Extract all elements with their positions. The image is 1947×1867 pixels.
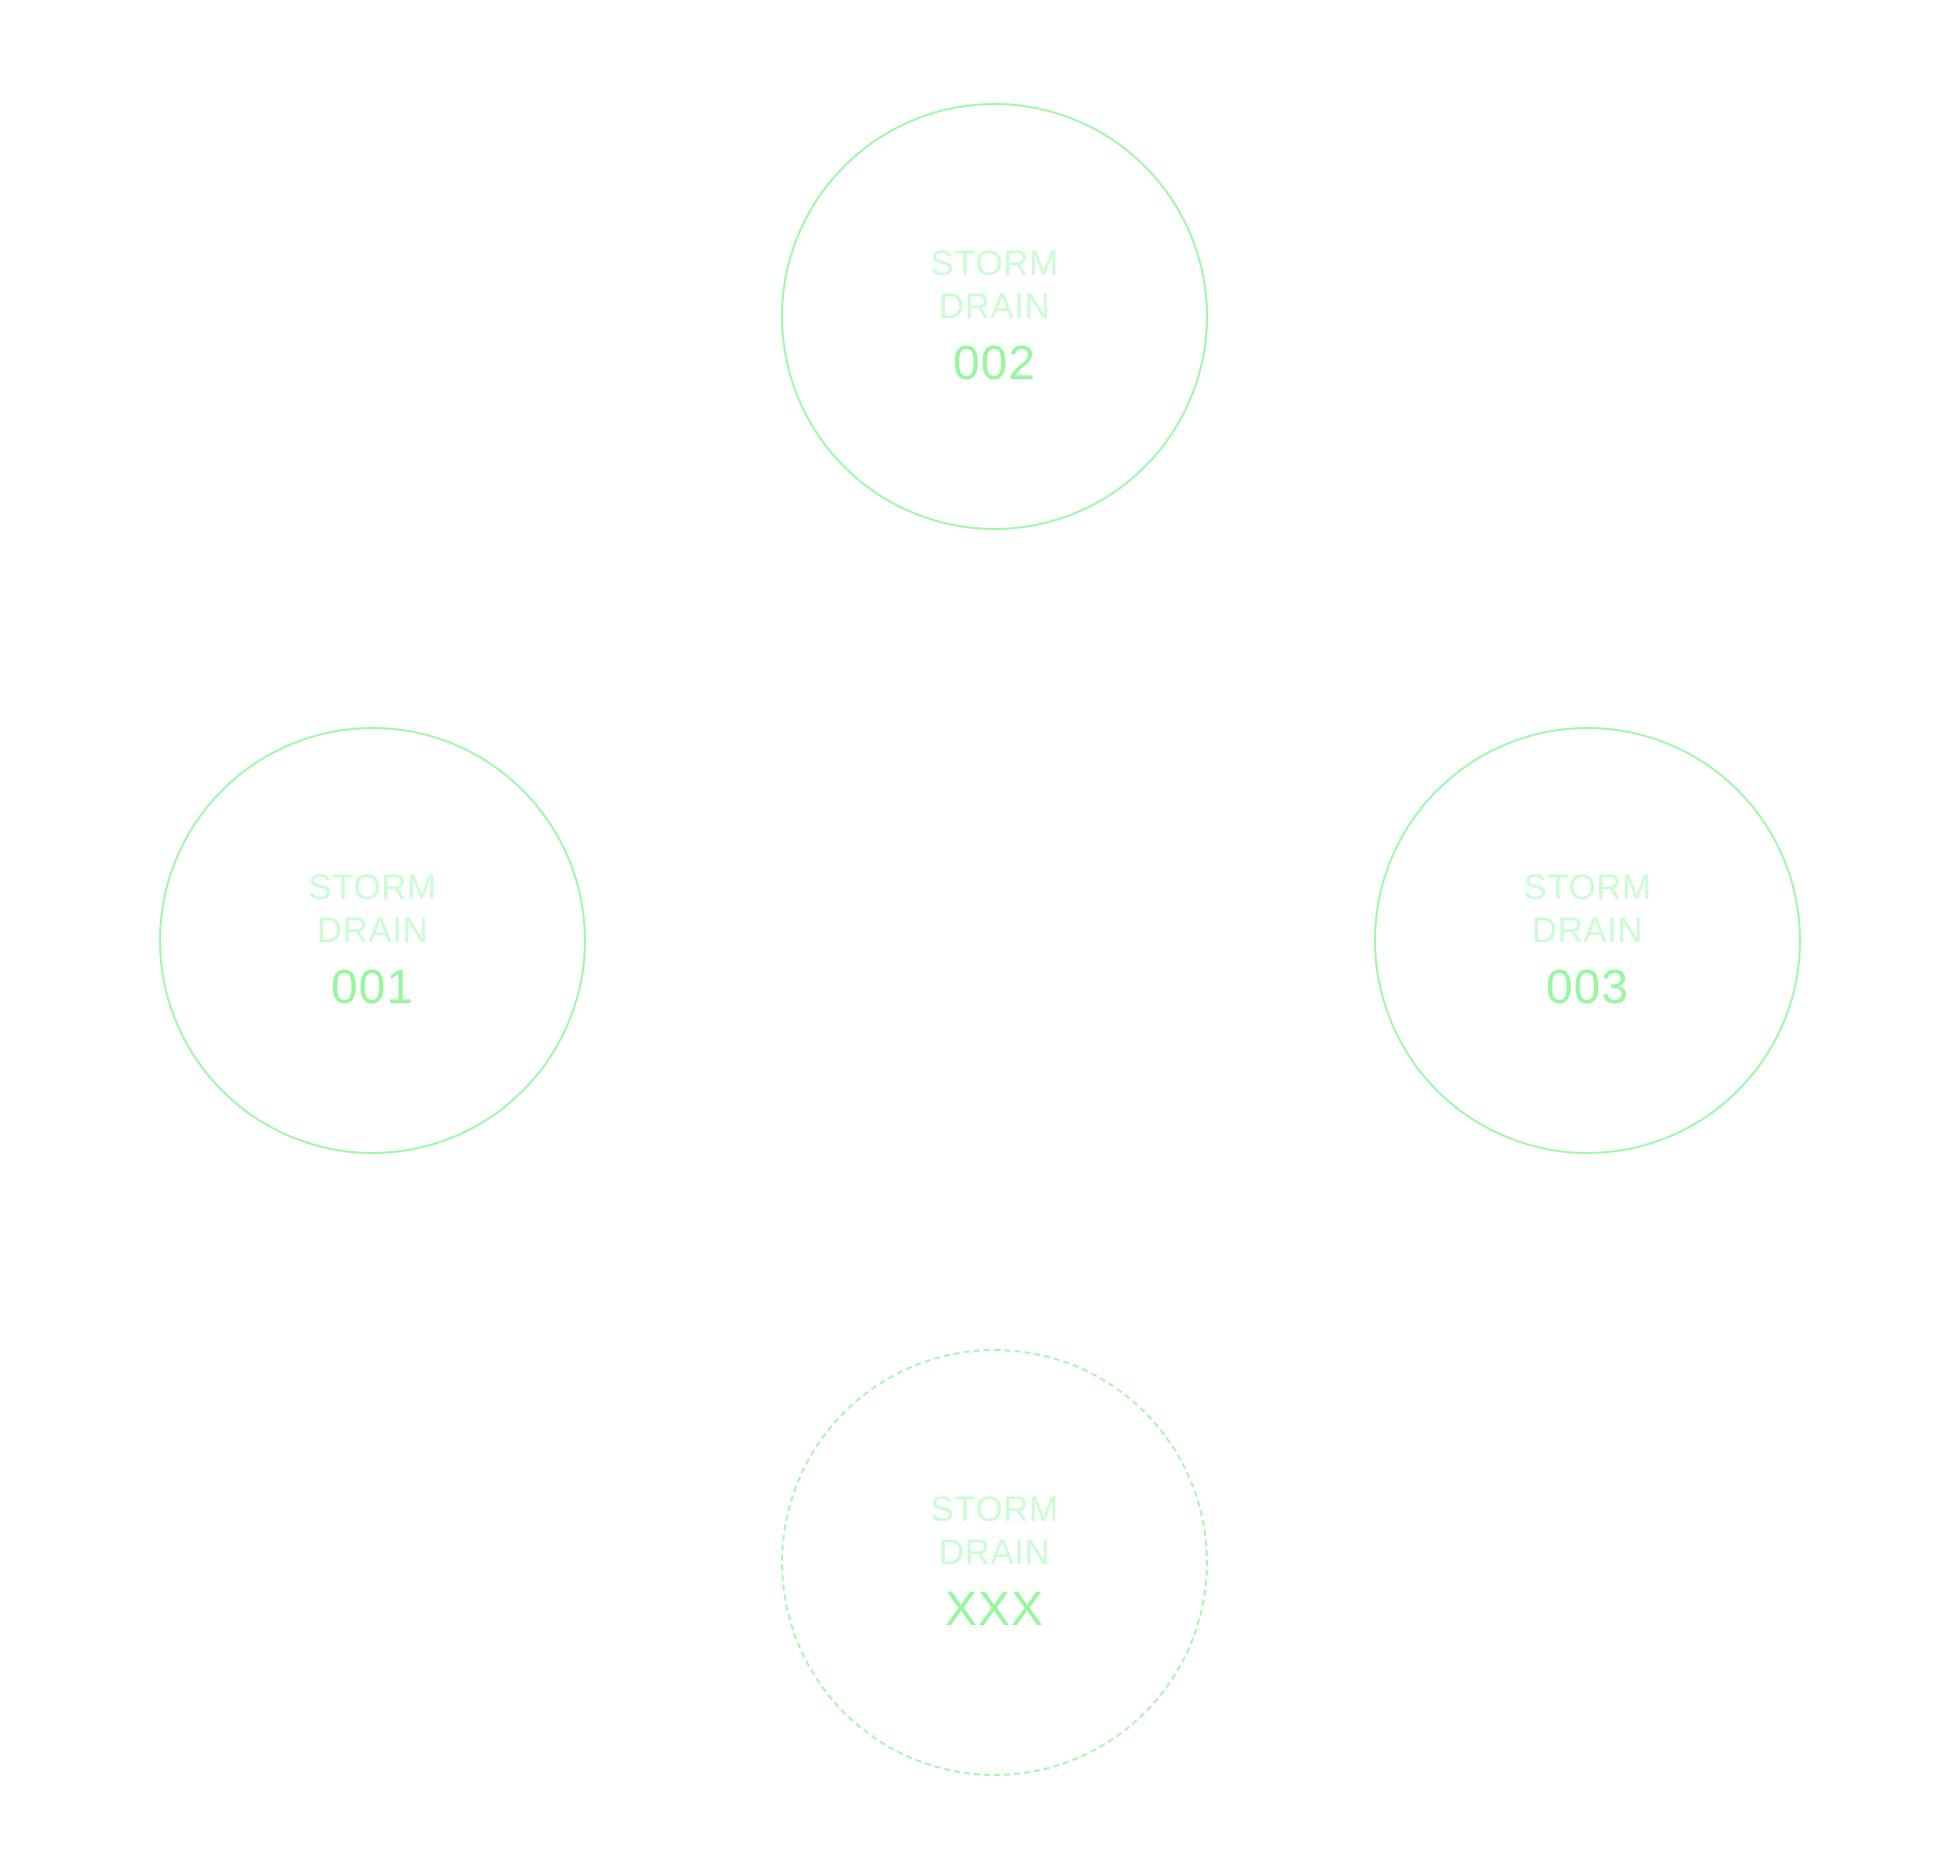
node-label: STORM DRAIN XXX	[783, 1488, 1206, 1638]
node-id: XXX	[944, 1583, 1045, 1636]
storm-drain-node-002: STORM DRAIN 002	[781, 103, 1208, 530]
storm-drain-node-001: STORM DRAIN 001	[159, 727, 586, 1154]
node-label: STORM DRAIN 003	[1376, 866, 1799, 1016]
node-id: 003	[1545, 961, 1630, 1014]
node-id: 001	[330, 961, 415, 1014]
storm-drain-node-003: STORM DRAIN 003	[1374, 727, 1801, 1154]
node-label: STORM DRAIN 001	[161, 866, 584, 1016]
node-label-line2: DRAIN	[1531, 911, 1644, 950]
node-label-line2: DRAIN	[316, 911, 429, 950]
node-label-line1: STORM	[308, 868, 437, 907]
node-id: 002	[952, 337, 1037, 390]
node-label: STORM DRAIN 002	[783, 242, 1206, 392]
node-label-line1: STORM	[930, 1490, 1059, 1529]
storm-drain-node-placeholder: STORM DRAIN XXX	[781, 1349, 1208, 1776]
node-label-line1: STORM	[930, 244, 1059, 283]
node-label-line2: DRAIN	[938, 287, 1051, 326]
node-label-line1: STORM	[1523, 868, 1652, 907]
node-label-line2: DRAIN	[938, 1533, 1051, 1572]
